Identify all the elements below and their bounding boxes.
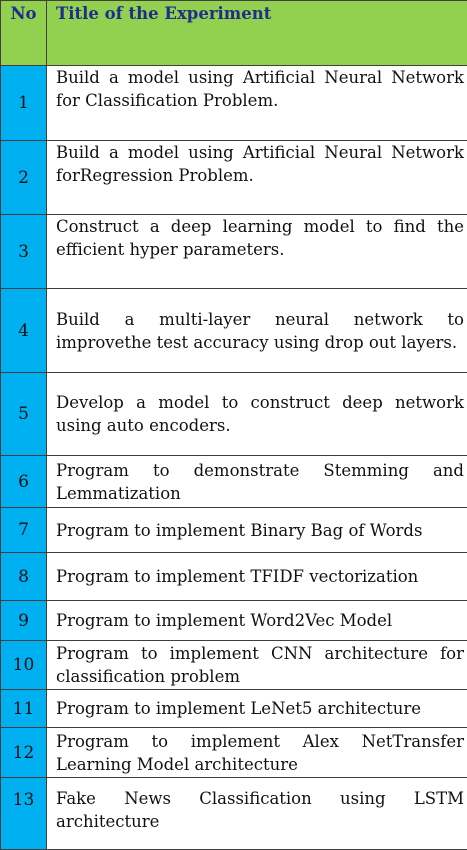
experiment-title: Program to demonstrate Stemming and Lemm… xyxy=(47,456,467,508)
table-row: 2 Build a model using Artificial Neural … xyxy=(1,141,467,215)
table-row: 6 Program to demonstrate Stemming and Le… xyxy=(1,456,467,508)
title-line: Build a multi-layer neural network to xyxy=(56,308,464,331)
header-title: Title of the Experiment xyxy=(47,1,467,66)
title-line: Lemmatization xyxy=(56,482,464,505)
row-number: 6 xyxy=(1,456,47,508)
experiment-title: Construct a deep learning model to find … xyxy=(47,215,467,289)
row-number: 2 xyxy=(1,141,47,215)
title-line: Program to implement CNN architecture fo… xyxy=(56,642,464,665)
title-line: Program to demonstrate Stemming and xyxy=(56,459,464,482)
title-line: Program to implement LeNet5 architecture xyxy=(56,697,464,720)
row-number: 9 xyxy=(1,601,47,641)
table-row: 3 Construct a deep learning model to fin… xyxy=(1,215,467,289)
table-row: 10 Program to implement CNN architecture… xyxy=(1,641,467,690)
title-line: Program to implement Alex NetTransfer xyxy=(56,730,464,753)
title-line: efficient hyper parameters. xyxy=(56,238,464,261)
title-line: Program to implement Binary Bag of Words xyxy=(56,519,464,542)
row-number: 3 xyxy=(1,215,47,289)
row-number: 1 xyxy=(1,66,47,141)
title-line: Build a model using Artificial Neural Ne… xyxy=(56,141,464,164)
table-row: 12 Program to implement Alex NetTransfer… xyxy=(1,728,467,778)
table-row: 7 Program to implement Binary Bag of Wor… xyxy=(1,508,467,553)
row-number: 7 xyxy=(1,508,47,553)
title-line: forRegression Problem. xyxy=(56,164,464,187)
experiment-title: Program to implement CNN architecture fo… xyxy=(47,641,467,690)
title-line: for Classification Problem. xyxy=(56,89,464,112)
experiment-title: Program to implement TFIDF vectorization xyxy=(47,553,467,601)
table-row: 11 Program to implement LeNet5 architect… xyxy=(1,690,467,728)
header-no: No xyxy=(1,1,47,66)
title-line: Program to implement Word2Vec Model xyxy=(56,609,464,632)
title-line: Program to implement TFIDF vectorization xyxy=(56,565,464,588)
row-number: 5 xyxy=(1,373,47,456)
table-row: 1 Build a model using Artificial Neural … xyxy=(1,66,467,141)
row-number: 13 xyxy=(1,778,47,850)
title-line: Construct a deep learning model to find … xyxy=(56,215,464,238)
experiment-title: Build a model using Artificial Neural Ne… xyxy=(47,66,467,141)
table-row: 9 Program to implement Word2Vec Model xyxy=(1,601,467,641)
experiment-title: Fake News Classification using LSTM arch… xyxy=(47,778,467,850)
title-line: Build a model using Artificial Neural Ne… xyxy=(56,66,464,89)
experiment-title: Program to implement LeNet5 architecture xyxy=(47,690,467,728)
title-line: improvethe test accuracy using drop out … xyxy=(56,331,464,354)
table-row: 8 Program to implement TFIDF vectorizati… xyxy=(1,553,467,601)
experiment-title: Build a multi-layer neural network to im… xyxy=(47,289,467,373)
title-line: Learning Model architecture xyxy=(56,753,464,776)
row-number: 11 xyxy=(1,690,47,728)
table-row: 4 Build a multi-layer neural network to … xyxy=(1,289,467,373)
header-row: No Title of the Experiment xyxy=(1,1,467,66)
table-row: 5 Develop a model to construct deep netw… xyxy=(1,373,467,456)
title-line: Fake News Classification using LSTM xyxy=(56,787,464,810)
title-line: classification problem xyxy=(56,665,464,688)
row-number: 8 xyxy=(1,553,47,601)
title-line: architecture xyxy=(56,810,464,833)
experiment-title: Program to implement Word2Vec Model xyxy=(47,601,467,641)
title-line: using auto encoders. xyxy=(56,414,464,437)
experiment-title: Build a model using Artificial Neural Ne… xyxy=(47,141,467,215)
experiment-title: Program to implement Binary Bag of Words xyxy=(47,508,467,553)
row-number: 10 xyxy=(1,641,47,690)
row-number: 12 xyxy=(1,728,47,778)
experiment-title: Develop a model to construct deep networ… xyxy=(47,373,467,456)
row-number: 4 xyxy=(1,289,47,373)
experiment-title: Program to implement Alex NetTransfer Le… xyxy=(47,728,467,778)
title-line: Develop a model to construct deep networ… xyxy=(56,391,464,414)
table-row: 13 Fake News Classification using LSTM a… xyxy=(1,778,467,850)
